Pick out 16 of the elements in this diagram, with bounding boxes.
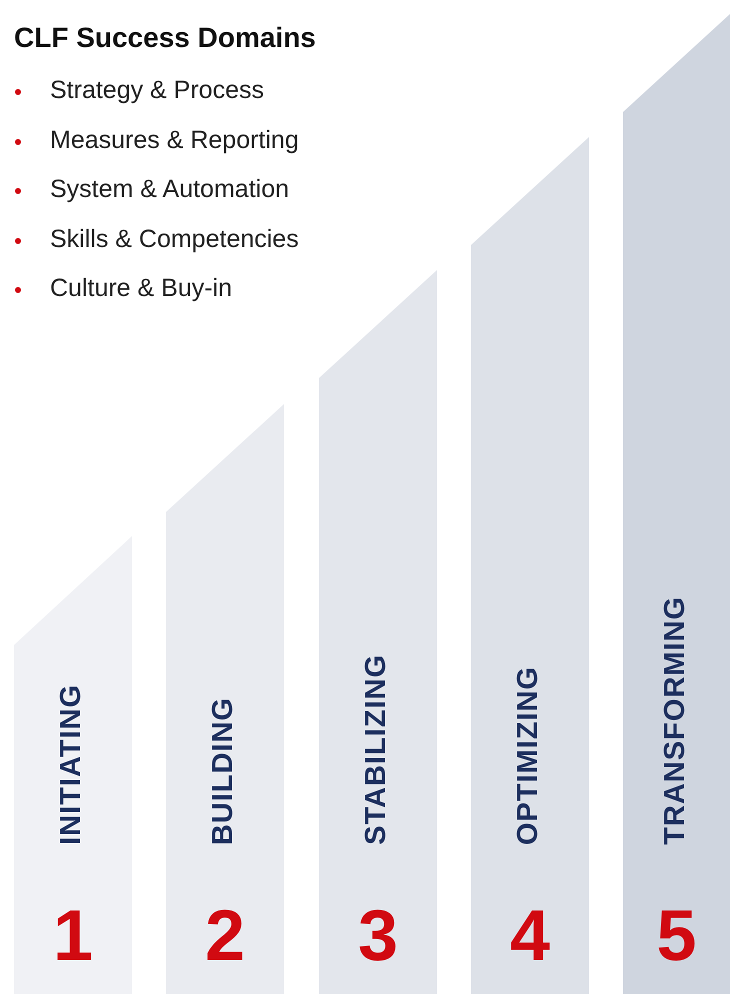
stage-label: TRANSFORMING <box>660 596 690 845</box>
stage-label: BUILDING <box>209 696 238 845</box>
list-item: System & Automation <box>50 175 290 204</box>
stage-label: STABILIZING <box>362 654 391 845</box>
stage-number: 1 <box>52 900 94 972</box>
list-item: Culture & Buy-in <box>50 274 232 303</box>
stage-number: 5 <box>655 900 698 972</box>
stage-label: INITIATING <box>57 684 86 845</box>
title: CLF Success Domains <box>14 22 316 54</box>
list-item: Skills & Competencies <box>50 224 299 254</box>
list-item: Strategy & Process <box>50 76 264 105</box>
list-item: Measures & Reporting <box>50 126 299 154</box>
stage-number: 2 <box>204 900 246 972</box>
stage-number: 4 <box>508 900 552 972</box>
stage-number: 3 <box>356 900 400 972</box>
stage-label: OPTIMIZING <box>514 666 543 845</box>
